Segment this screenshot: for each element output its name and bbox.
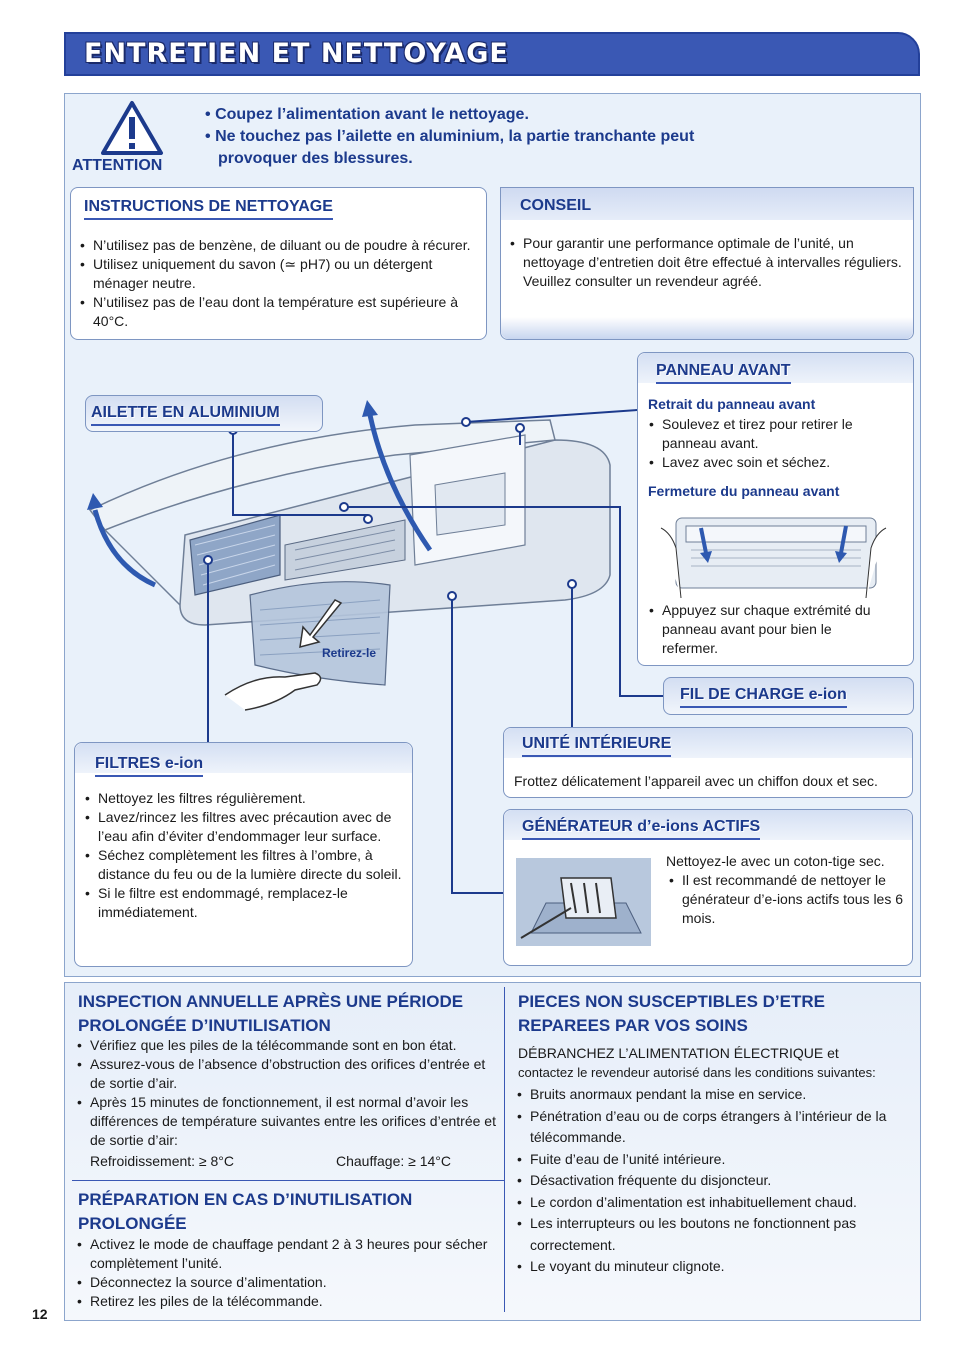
page-number: 12 xyxy=(32,1306,48,1322)
list-item: Soulevez et tirez pour retirer le pannea… xyxy=(646,415,901,453)
list-item: Désactivation fréquente du disjoncteur. xyxy=(514,1170,912,1192)
list-item: Pénétration d’eau ou de corps étrangers … xyxy=(514,1106,912,1149)
list-item: Le voyant du minuteur clignote. xyxy=(514,1256,912,1278)
list-item: Les interrupteurs ou les boutons ne fonc… xyxy=(514,1213,912,1256)
conseil-box: CONSEIL Pour garantir une performance op… xyxy=(500,187,914,340)
conseil-list: Pour garantir une performance optimale d… xyxy=(507,234,902,291)
pieces-heading: PIECES NON SUSCEPTIBLES D’ETRE REPAREES … xyxy=(518,990,825,1038)
preparation-heading-line2: PROLONGÉE xyxy=(78,1214,187,1233)
pieces-heading-line1: PIECES NON SUSCEPTIBLES D’ETRE xyxy=(518,992,825,1011)
list-item: Séchez complètement les filtres à l’ombr… xyxy=(82,846,402,884)
panneau-heading: PANNEAU AVANT xyxy=(656,362,791,384)
filtres-box: FILTRES e-ion Nettoyez les filtres régul… xyxy=(74,742,413,967)
filtres-list: Nettoyez les filtres régulièrement. Lave… xyxy=(82,789,402,922)
list-item: Appuyez sur chaque extrémité du panneau … xyxy=(646,601,876,658)
list-item: Assurez-vous de l’absence d’obstruction … xyxy=(74,1055,499,1093)
inspection-heading-line1: INSPECTION ANNUELLE APRÈS UNE PÉRIODE xyxy=(78,992,464,1011)
title-bar: ENTRETIEN ET NETTOYAGE xyxy=(64,32,920,76)
list-item: Bruits anormaux pendant la mise en servi… xyxy=(514,1084,912,1106)
refroid-text: Refroidissement: ≥ 8°C xyxy=(90,1153,234,1169)
fermeture-illustration xyxy=(656,508,891,599)
retrait-list: Soulevez et tirez pour retirer le pannea… xyxy=(646,415,901,472)
ailette-box: AILETTE EN ALUMINIUM xyxy=(85,395,323,432)
list-item: Vérifiez que les piles de la télécommand… xyxy=(74,1036,499,1055)
instructions-list: N’utilisez pas de benzène, de diluant ou… xyxy=(77,236,482,331)
attention-line-2: • Ne touchez pas l’ailette en aluminium,… xyxy=(205,128,695,145)
inspection-heading: INSPECTION ANNUELLE APRÈS UNE PÉRIODE PR… xyxy=(78,990,463,1038)
list-item: Retirez les piles de la télécommande. xyxy=(74,1292,494,1311)
list-item: Lavez/rincez les filtres avec précaution… xyxy=(82,808,402,846)
list-item: Activez le mode de chauffage pendant 2 à… xyxy=(74,1235,494,1273)
panneau-header xyxy=(638,353,913,383)
warning-icon xyxy=(100,100,164,156)
retrait-title: Retrait du panneau avant xyxy=(648,396,816,412)
pieces-heading-line2: REPAREES PAR VOS SOINS xyxy=(518,1016,748,1035)
attention-line-3: provoquer des blessures. xyxy=(218,150,413,167)
instructions-heading: INSTRUCTIONS DE NETTOYAGE xyxy=(84,198,333,220)
list-item: Si le filtre est endommagé, remplacez-le… xyxy=(82,884,402,922)
page-title: ENTRETIEN ET NETTOYAGE xyxy=(84,38,509,69)
list-item: Lavez avec soin et séchez. xyxy=(646,453,901,472)
generateur-intro: Nettoyez-le avec un coton-tige sec. xyxy=(666,853,885,869)
generateur-header xyxy=(504,810,912,840)
instructions-box: INSTRUCTIONS DE NETTOYAGE N’utilisez pas… xyxy=(70,187,487,340)
generateur-list: Il est recommandé de nettoyer le générat… xyxy=(666,871,906,928)
pieces-list: Bruits anormaux pendant la mise en servi… xyxy=(514,1084,912,1278)
attention-line-1: • Coupez l’alimentation avant le nettoya… xyxy=(205,106,529,123)
list-item: Déconnectez la source d’alimentation. xyxy=(74,1273,494,1292)
list-item: Pour garantir une performance optimale d… xyxy=(507,234,902,291)
attention-label: ATTENTION xyxy=(72,157,163,174)
unite-text: Frottez délicatement l’appareil avec un … xyxy=(514,773,878,789)
list-item: Nettoyez les filtres régulièrement. xyxy=(82,789,402,808)
chauff-text: Chauffage: ≥ 14°C xyxy=(336,1153,451,1169)
unite-heading: UNITÉ INTÉRIEURE xyxy=(522,735,672,757)
fil-heading: FIL DE CHARGE e-ion xyxy=(680,686,847,708)
filtres-header xyxy=(75,743,412,773)
generateur-box: GÉNÉRATEUR d’e-ions ACTIFS Nettoyez-le a… xyxy=(503,809,913,966)
list-item: Après 15 minutes de fonctionnement, il e… xyxy=(74,1093,499,1150)
conseil-footer xyxy=(501,317,913,339)
generateur-illustration xyxy=(516,858,651,946)
list-item: Le cordon d’alimentation est inhabituell… xyxy=(514,1192,912,1214)
attention-list: • Coupez l’alimentation avant le nettoya… xyxy=(205,104,694,170)
inspection-list: Vérifiez que les piles de la télécommand… xyxy=(74,1036,499,1150)
panneau-box: PANNEAU AVANT Retrait du panneau avant S… xyxy=(637,352,914,666)
list-item: Il est recommandé de nettoyer le générat… xyxy=(666,871,906,928)
left-divider xyxy=(72,1180,504,1181)
retirez-label: Retirez-le xyxy=(322,646,377,660)
ailette-heading: AILETTE EN ALUMINIUM xyxy=(91,404,280,426)
list-item: N’utilisez pas de l’eau dont la températ… xyxy=(77,293,482,331)
preparation-heading: PRÉPARATION EN CAS D’INUTILISATION PROLO… xyxy=(78,1188,412,1236)
generateur-heading: GÉNÉRATEUR d’e-ions ACTIFS xyxy=(522,818,761,840)
inspection-heading-line2: PROLONGÉE D’INUTILISATION xyxy=(78,1016,331,1035)
bottom-divider xyxy=(504,987,505,1312)
indoor-unit-illustration xyxy=(85,395,625,715)
fermeture-title: Fermeture du panneau avant xyxy=(648,483,840,499)
fermeture-list: Appuyez sur chaque extrémité du panneau … xyxy=(646,601,876,658)
filtres-heading: FILTRES e-ion xyxy=(95,755,204,777)
list-item: Fuite d’eau de l’unité intérieure. xyxy=(514,1149,912,1171)
unite-box: UNITÉ INTÉRIEURE Frottez délicatement l’… xyxy=(503,727,913,798)
list-item: Utilisez uniquement du savon (≃ pH7) ou … xyxy=(77,255,482,293)
pieces-intro: DÉBRANCHEZ L’ALIMENTATION ÉLECTRIQUE et … xyxy=(518,1043,876,1083)
conseil-heading: CONSEIL xyxy=(520,197,592,214)
conseil-header xyxy=(501,188,913,220)
preparation-heading-line1: PRÉPARATION EN CAS D’INUTILISATION xyxy=(78,1190,413,1209)
pieces-intro-line2: contactez le revendeur autorisé dans les… xyxy=(518,1065,876,1080)
list-item: N’utilisez pas de benzène, de diluant ou… xyxy=(77,236,482,255)
preparation-list: Activez le mode de chauffage pendant 2 à… xyxy=(74,1235,494,1311)
unite-header xyxy=(504,728,912,758)
pieces-intro-line1: DÉBRANCHEZ L’ALIMENTATION ÉLECTRIQUE et xyxy=(518,1045,839,1061)
fil-box: FIL DE CHARGE e-ion xyxy=(663,677,914,715)
